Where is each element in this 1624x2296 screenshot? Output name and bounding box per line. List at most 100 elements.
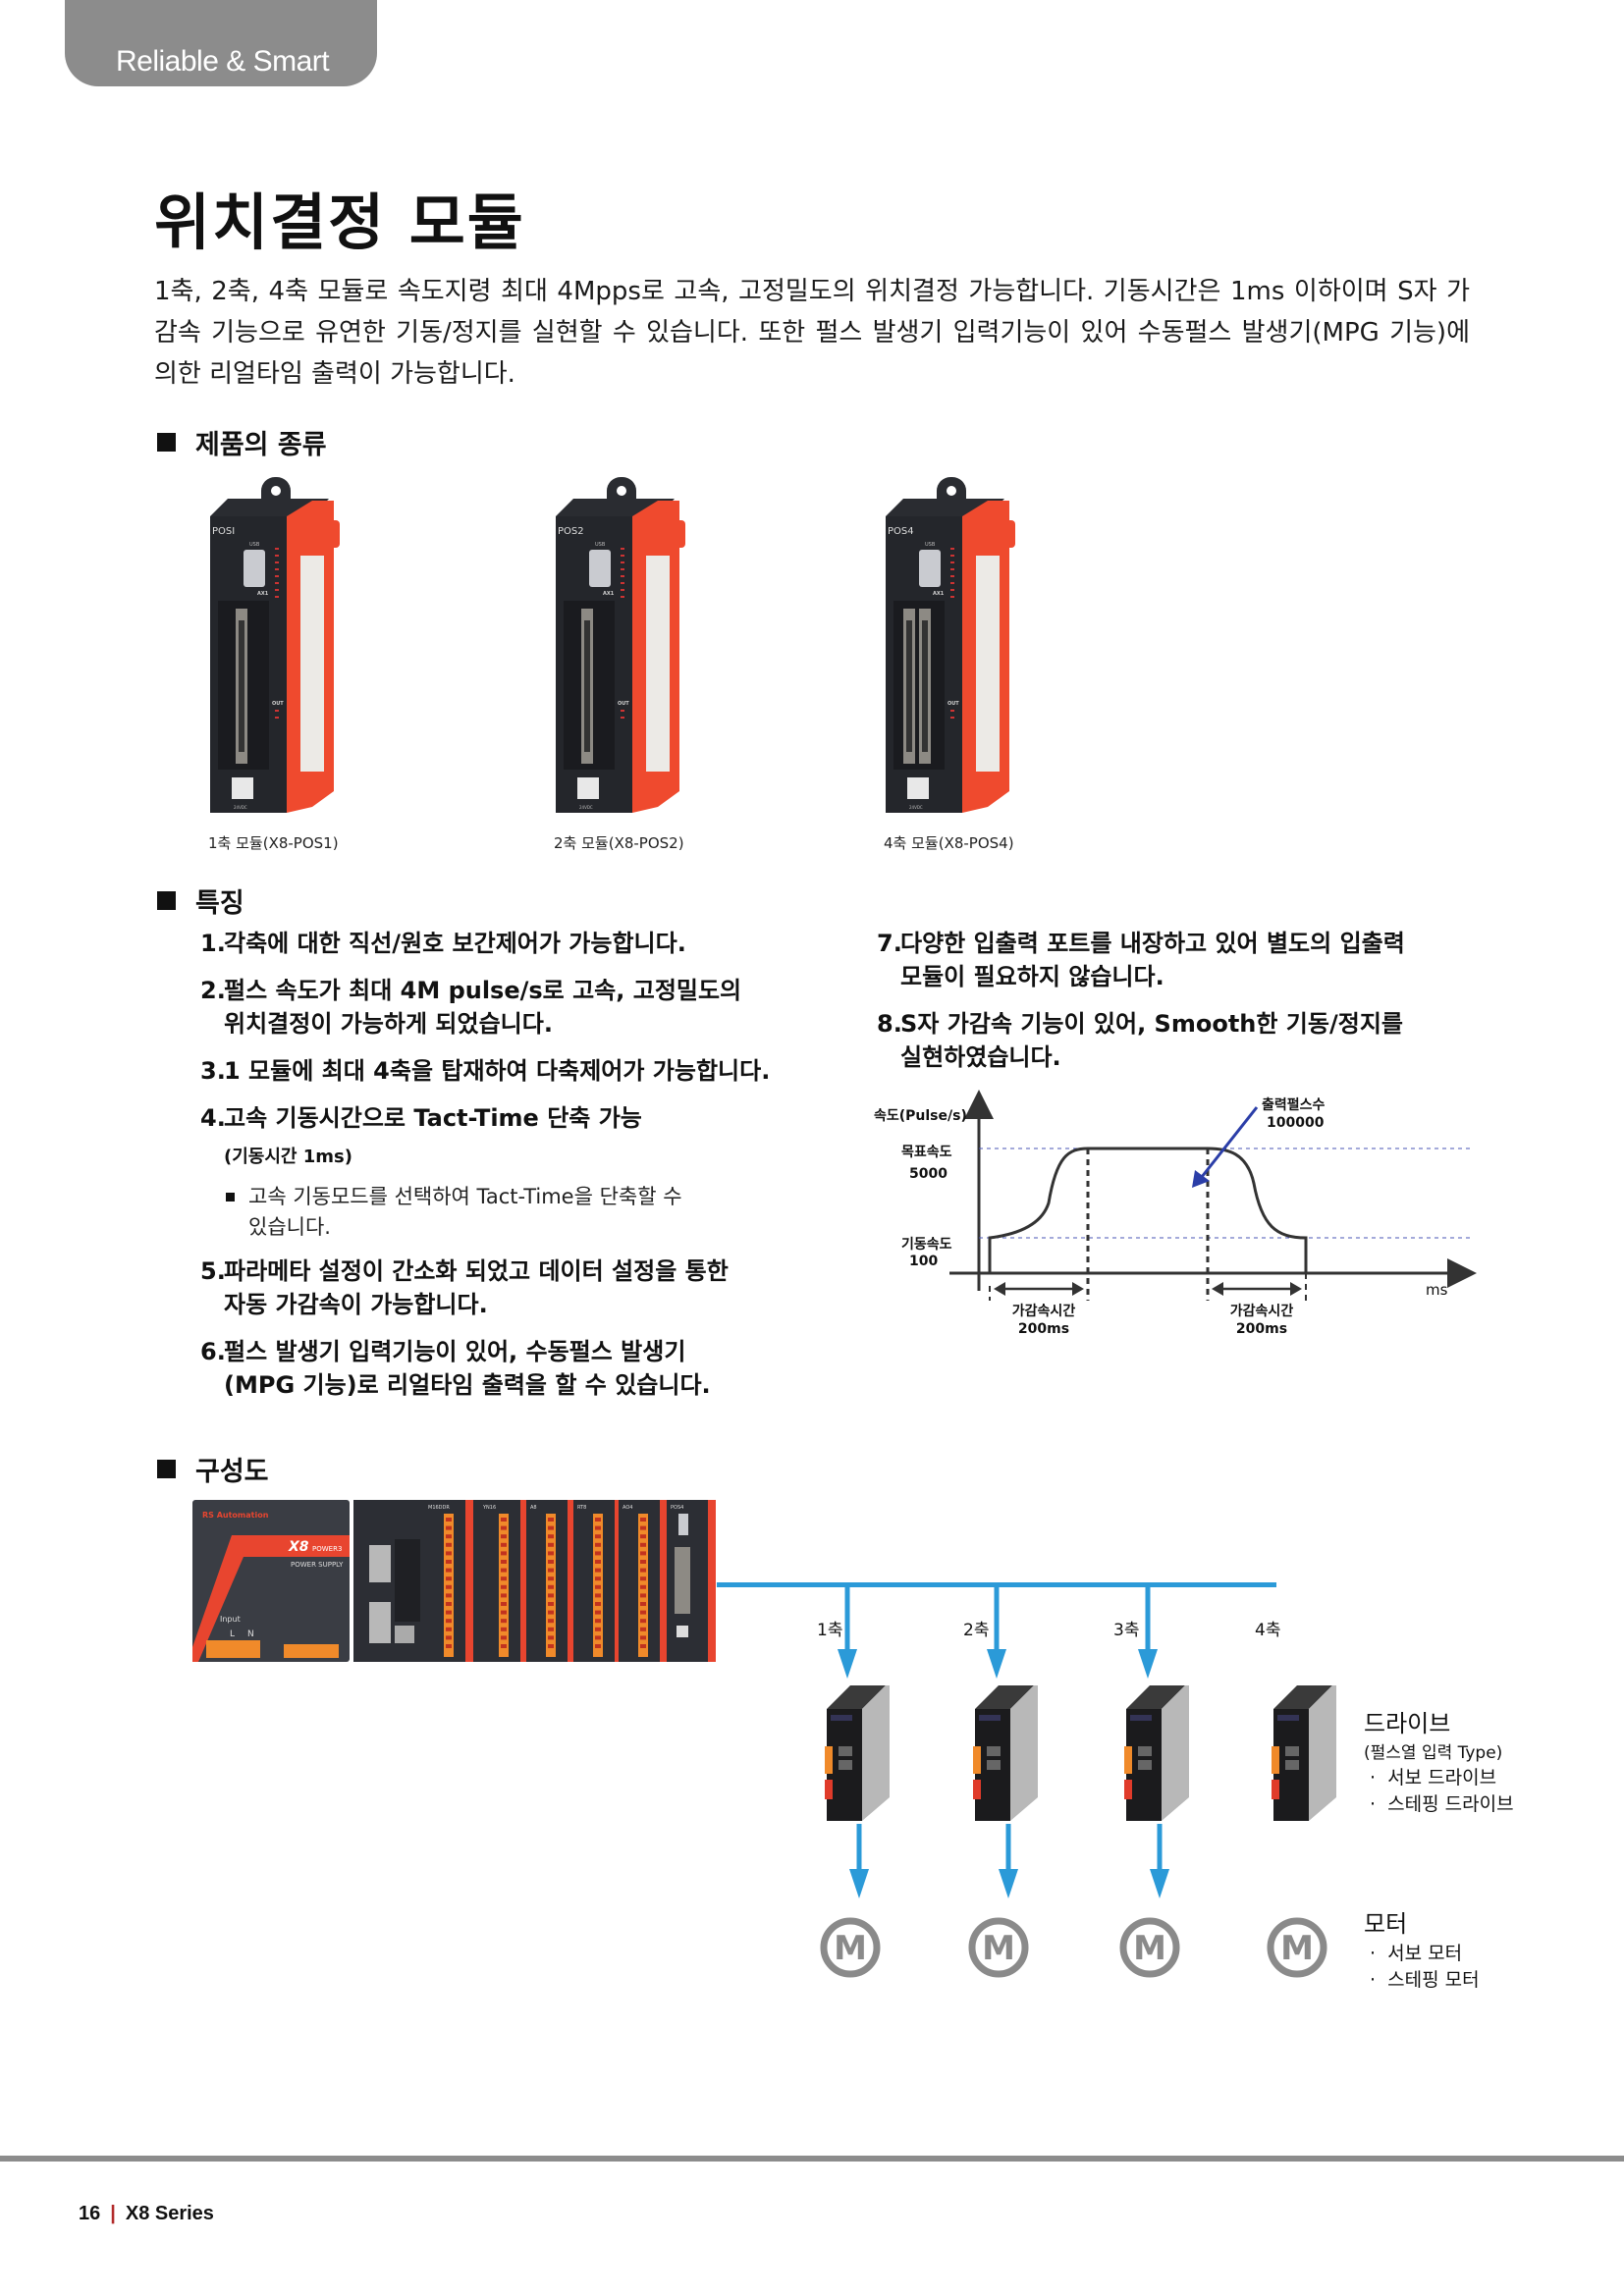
terminal-pin bbox=[595, 1525, 601, 1530]
mount-hole bbox=[617, 486, 626, 496]
series-name: X8 Series bbox=[125, 2203, 214, 2224]
terminal-pin bbox=[595, 1635, 601, 1640]
arrow-down-icon bbox=[987, 1649, 1006, 1679]
terminal-pin bbox=[640, 1525, 646, 1530]
feature-number: 6. bbox=[200, 1338, 226, 1365]
status-led bbox=[621, 555, 624, 557]
terminal-pin bbox=[548, 1593, 554, 1598]
footer-divider bbox=[0, 2156, 1624, 2162]
power-connector bbox=[577, 777, 599, 799]
axis-line bbox=[1145, 1582, 1151, 1657]
arrow-down-icon bbox=[849, 1869, 869, 1898]
input-label: Input bbox=[220, 1615, 241, 1624]
drive-heatsink bbox=[1309, 1685, 1336, 1821]
drive-port bbox=[987, 1746, 1001, 1756]
terminal-pin bbox=[446, 1602, 452, 1606]
power-connector bbox=[677, 1626, 688, 1637]
serial-port bbox=[369, 1602, 391, 1643]
arrowhead-right-icon bbox=[1072, 1282, 1084, 1296]
out-led-label: OUT bbox=[947, 701, 959, 707]
terminal-pin bbox=[548, 1627, 554, 1631]
y-level-value-start: 100 bbox=[909, 1254, 938, 1269]
connector-pins bbox=[239, 620, 244, 752]
arrow-down-icon bbox=[838, 1649, 857, 1679]
status-led bbox=[950, 589, 954, 591]
terminal-pin bbox=[640, 1644, 646, 1648]
status-led bbox=[950, 555, 954, 557]
serial-port bbox=[369, 1545, 391, 1582]
features-col-right: 7.다양한 입출력 포트를 내장하고 있어 별도의 입출력 모듈이 필요하지 않… bbox=[877, 927, 1505, 1074]
out-led-label: OUT bbox=[618, 701, 629, 707]
terminal-pin bbox=[446, 1542, 452, 1547]
terminal-pin bbox=[548, 1610, 554, 1615]
motor-symbol: M bbox=[834, 1929, 867, 1968]
terminal-pin bbox=[548, 1635, 554, 1640]
terminal-pin bbox=[595, 1644, 601, 1648]
status-led bbox=[621, 568, 624, 570]
terminal-pin bbox=[548, 1602, 554, 1606]
module-label: POS2 bbox=[558, 526, 584, 537]
status-led bbox=[275, 589, 279, 591]
terminal-pin bbox=[640, 1551, 646, 1556]
feature-line: 파라메타 설정이 간소화 되었고 데이터 설정을 통한 bbox=[224, 1257, 729, 1285]
terminal-pin bbox=[595, 1602, 601, 1606]
motor-legend: 모터 · 서보 모터 · 스테핑 모터 bbox=[1364, 1904, 1480, 1992]
y-level-label-target: 목표속도 bbox=[901, 1145, 952, 1160]
terminal-pin bbox=[640, 1518, 646, 1522]
feature-line: (MPG 기능)로 리얼타임 출력을 할 수 있습니다. bbox=[224, 1371, 711, 1399]
feature-number: 4. bbox=[200, 1104, 226, 1132]
plc-rack: RS Automation X8 POWER3 POWER SUPPLY Inp… bbox=[192, 1500, 716, 1662]
usb-label: USB bbox=[595, 542, 606, 548]
terminal-pin bbox=[595, 1560, 601, 1564]
feed-line bbox=[717, 1582, 731, 1587]
feature-item: 2.펄스 속도가 최대 4M pulse/s로 고속, 고정밀도의 위치결정이 … bbox=[200, 974, 829, 1041]
status-led bbox=[275, 575, 279, 577]
power-connector bbox=[232, 777, 253, 799]
drive-terminal bbox=[1272, 1780, 1279, 1799]
status-led bbox=[950, 568, 954, 570]
module-name: RT8 bbox=[577, 1505, 586, 1511]
features-heading: 특징 bbox=[157, 881, 244, 920]
terminal-pin bbox=[501, 1576, 507, 1581]
axis-distribution bbox=[727, 1582, 1276, 1898]
accel-time-value: 200ms bbox=[1018, 1321, 1069, 1337]
motor-symbol: M bbox=[982, 1929, 1015, 1968]
status-led bbox=[950, 582, 954, 584]
drive-item: · 스테핑 드라이브 bbox=[1364, 1793, 1514, 1815]
terminal-pin bbox=[640, 1576, 646, 1581]
terminal-pin bbox=[446, 1525, 452, 1530]
drive-port bbox=[1138, 1746, 1152, 1756]
terminal-pin bbox=[595, 1576, 601, 1581]
terminal-pin bbox=[595, 1542, 601, 1547]
psu-label: POWER SUPPLY bbox=[291, 1561, 344, 1569]
terminal-pin bbox=[548, 1534, 554, 1539]
terminal-pin bbox=[501, 1610, 507, 1615]
terminal-pin bbox=[595, 1619, 601, 1624]
module-edge bbox=[660, 1500, 668, 1662]
usb-label: USB bbox=[925, 542, 936, 548]
status-led bbox=[275, 710, 279, 712]
feature-number: 8. bbox=[877, 1010, 902, 1038]
speed-curve bbox=[988, 1147, 1308, 1273]
feature-number: 2. bbox=[200, 977, 226, 1004]
power-label: 24VDC bbox=[234, 805, 247, 810]
status-led bbox=[621, 561, 624, 563]
ethernet-port bbox=[395, 1626, 414, 1643]
y-level-value-target: 5000 bbox=[909, 1166, 947, 1182]
terminal-pin bbox=[501, 1534, 507, 1539]
terminal-pin bbox=[501, 1635, 507, 1640]
motor-ring bbox=[1119, 1917, 1180, 1978]
y-axis-label: 속도(Pulse/s) bbox=[874, 1108, 967, 1124]
small-square-bullet-icon bbox=[226, 1193, 235, 1201]
usb-label: USB bbox=[249, 542, 260, 548]
drive-legend: 드라이브 (펄스열 입력 Type) · 서보 드라이브 · 스테핑 드라이브 bbox=[1364, 1704, 1514, 1816]
motor-item-text: 스테핑 모터 bbox=[1387, 1969, 1480, 1991]
drive-item: · 서보 드라이브 bbox=[1364, 1767, 1497, 1789]
terminal-l: L bbox=[230, 1629, 235, 1639]
motor-symbol: M bbox=[1280, 1929, 1314, 1968]
drive-port bbox=[1285, 1746, 1299, 1756]
terminal-pin bbox=[501, 1560, 507, 1564]
